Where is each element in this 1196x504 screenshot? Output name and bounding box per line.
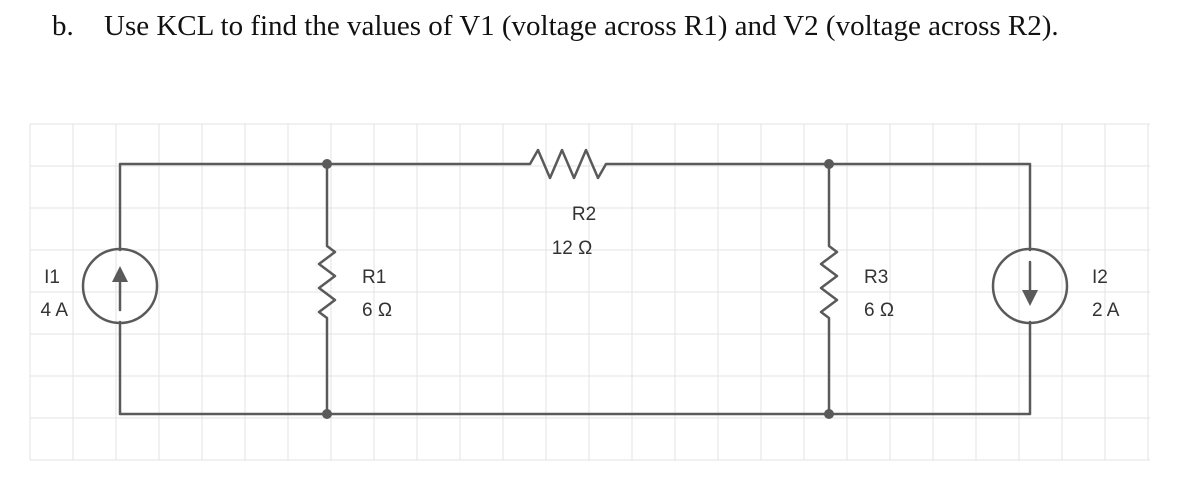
grid-background [29,123,1150,461]
r1-name-label: R1 [362,267,386,288]
i1-name-label: I1 [44,267,60,288]
question-marker: b. [52,10,74,42]
question-text: Use KCL to find the values of V1 (voltag… [104,10,1059,42]
junction-dot-top-left [322,159,332,169]
junction-dot-bottom-left [322,409,332,419]
question-block: b. Use KCL to find the values of V1 (vol… [52,10,1152,43]
r3-value-label: 6 Ω [864,300,894,321]
i2-current-source [991,247,1069,325]
r3-name-label: R3 [864,267,888,288]
r1-value-label: 6 Ω [362,300,392,321]
r1-resistor [317,162,337,416]
r2-name-label: R2 [572,204,596,225]
arrow-up-icon [112,266,128,282]
arrow-down-icon [1022,290,1038,306]
top-wire [118,148,1032,416]
i1-current-source [81,247,159,325]
r2-value-label: 12 Ω [552,238,593,259]
r3-resistor [819,162,839,416]
i1-value-label: 4 A [41,300,69,321]
i2-value-label: 2 A [1092,300,1120,321]
junction-dot-top-right [824,159,834,169]
i2-name-label: I2 [1092,267,1108,288]
junction-dot-bottom-right [824,409,834,419]
